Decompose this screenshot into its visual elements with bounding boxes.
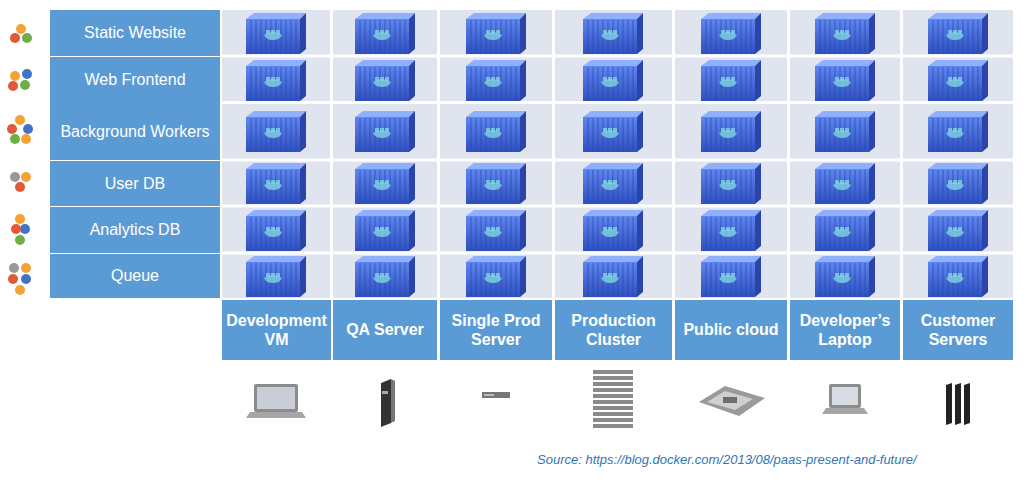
column-header: Developer’s Laptop [790,300,900,360]
header-text: Customer Servers [907,311,1009,349]
source-note: Source: https://blog.docker.com/2013/08/… [537,452,917,467]
row-header: Web Frontend [50,57,220,103]
header-text: Development VM [226,311,327,349]
row-header: User DB [50,161,220,206]
column-header: Production Cluster [555,300,672,360]
header-text: Production Cluster [559,311,668,349]
header-text: User DB [105,174,165,193]
header-text: Single Prod Server [444,311,548,349]
device-icons [246,370,970,428]
header-text: Background Workers [60,122,209,141]
column-header: Development VM [222,300,331,360]
column-header: Single Prod Server [440,300,552,360]
row-header: Static Website [50,10,220,56]
column-header: Customer Servers [903,300,1013,360]
header-text: Analytics DB [90,220,181,239]
row-header: Queue [50,254,220,298]
column-header: Public cloud [675,300,787,360]
header-text: Queue [111,266,159,285]
container-icons [246,13,988,297]
header-text: Web Frontend [84,70,185,89]
header-text: QA Server [346,320,424,339]
header-text: Public cloud [683,320,778,339]
column-header: QA Server [333,300,437,360]
component-dots [7,24,33,295]
row-header: Analytics DB [50,207,220,253]
header-text: Developer’s Laptop [794,311,896,349]
header-text: Static Website [84,23,186,42]
row-header: Background Workers [50,103,220,160]
